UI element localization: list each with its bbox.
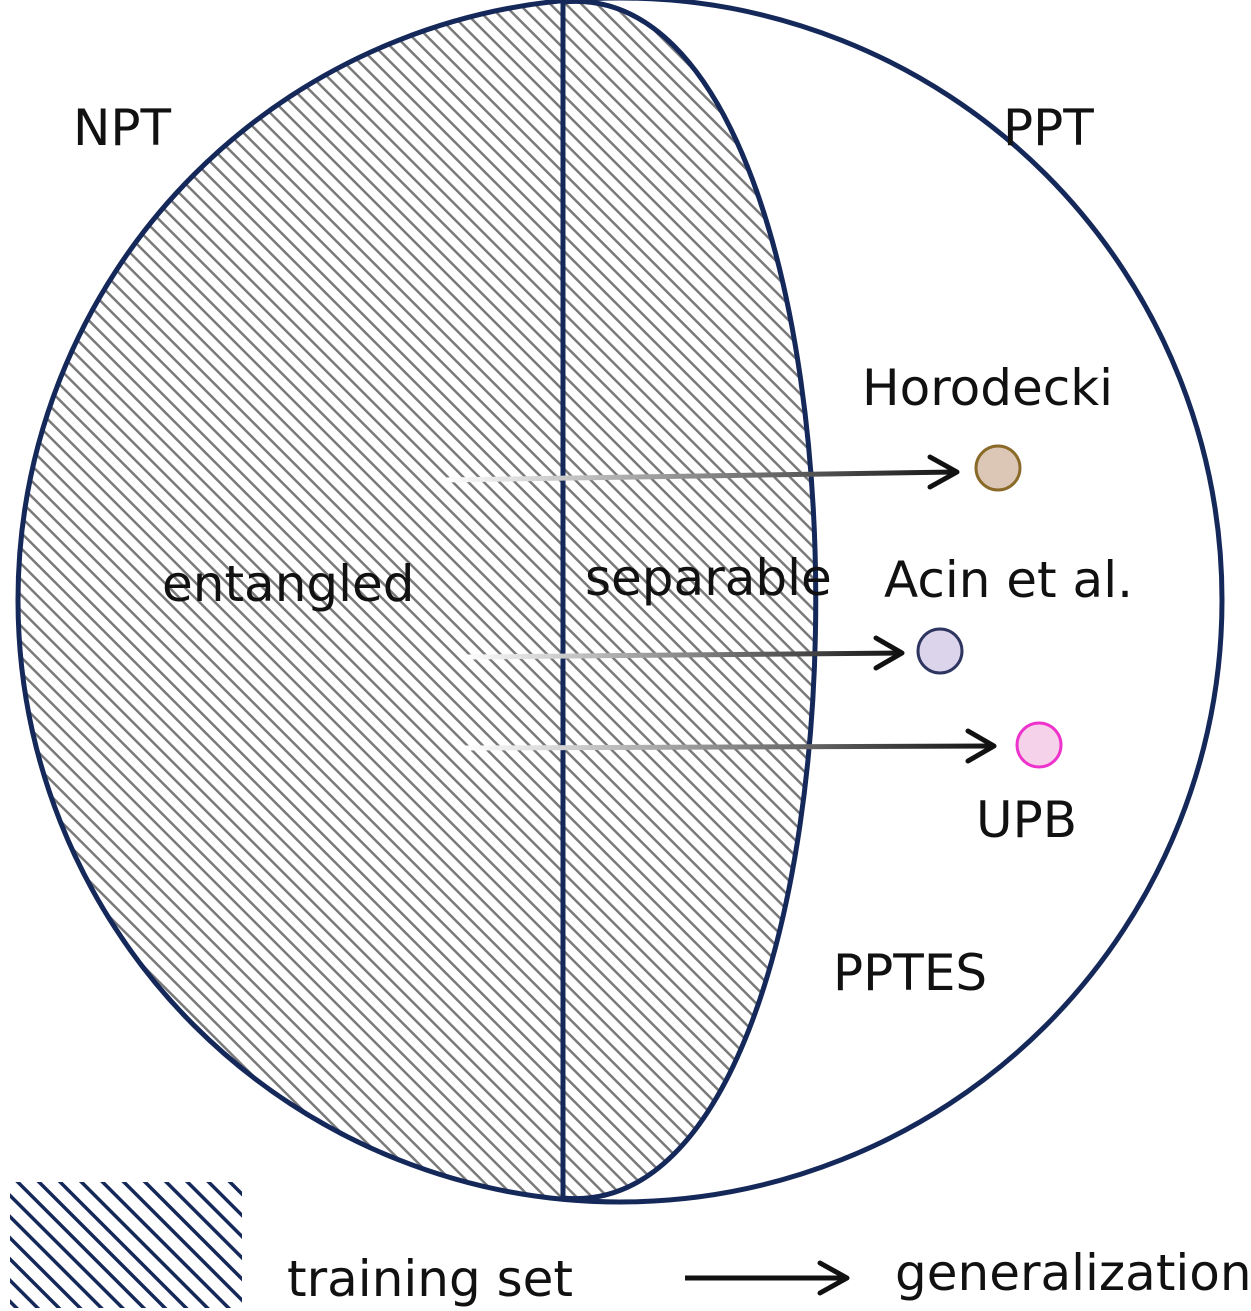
separable-label: separable — [585, 549, 832, 607]
entangled-label: entangled — [162, 555, 415, 613]
upb-state-dot — [1015, 721, 1063, 769]
horodecki-label: Horodecki — [862, 359, 1113, 417]
horodecki-state-dot — [974, 444, 1022, 492]
upb-label: UPB — [976, 791, 1077, 849]
legend-generalization-label: generalization — [895, 1244, 1251, 1302]
separable-boundary — [562, 0, 819, 1201]
state-space-outline — [15, 0, 1225, 1205]
horodecki-arrow — [444, 454, 960, 490]
legend-hatch-swatch — [10, 1182, 242, 1308]
upb-arrow — [464, 728, 997, 764]
acin-label: Acin et al. — [884, 551, 1133, 609]
legend-training-set-label: training set — [287, 1250, 573, 1308]
pptes-label: PPTES — [833, 944, 987, 1002]
acin-arrow — [464, 635, 905, 671]
ppt-label: PPT — [1003, 99, 1094, 157]
training-region — [18, 0, 816, 1202]
acin-state-dot — [916, 627, 964, 675]
legend-arrow — [685, 1260, 850, 1296]
npt-label: NPT — [73, 99, 172, 157]
